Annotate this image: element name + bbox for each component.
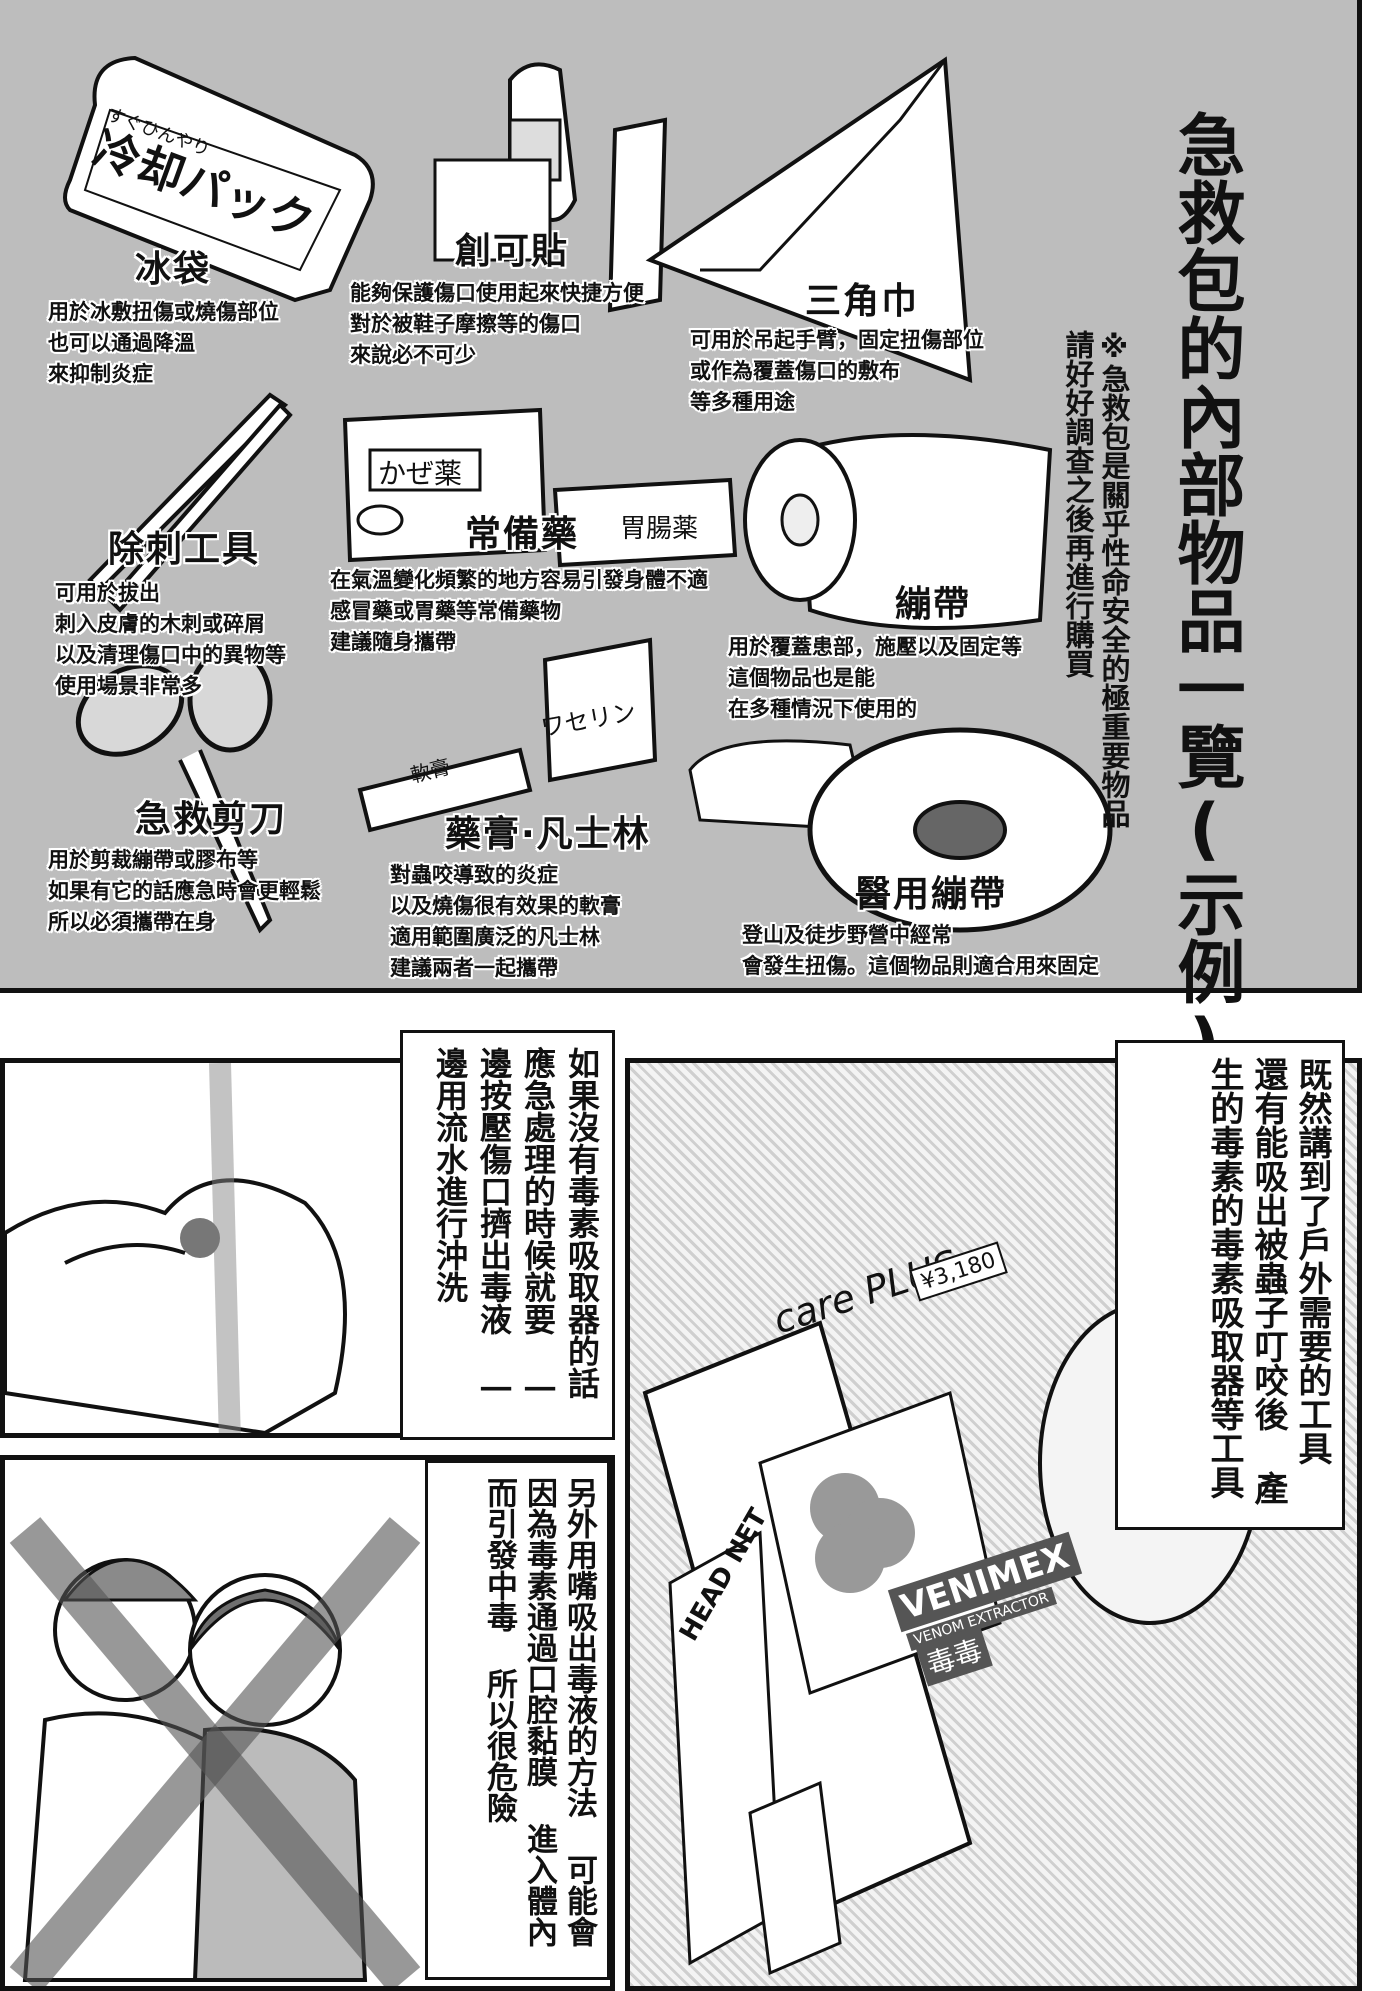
leg-wash-illustration <box>5 1063 347 1433</box>
speech-bubble-danger: 另外用嘴吸出毒液的方法 可能會因為毒素通過口腔黏膜 進入體內而引發中毒 所以很危… <box>425 1460 610 1980</box>
item-title-ointment: 藥膏·凡士林 <box>445 814 651 855</box>
cold-medicine-package-text: かぜ薬 <box>378 457 463 490</box>
item-title-medicine: 常備藥 <box>465 514 580 555</box>
item-desc-scissors: 用於剪裁繃帶或膠布等 如果有它的話應急時會更輕鬆 所以必須攜帶在身 <box>48 848 321 934</box>
item-desc-ice-pack: 用於冰敷扭傷或燒傷部位 也可以通過降溫 來抑制炎症 <box>48 300 279 386</box>
item-title-scissors: 急救剪刀 <box>135 799 288 840</box>
item-title-bandage: 繃帶 <box>895 584 972 625</box>
bandage-roll-illustration <box>743 433 1053 630</box>
page-title: 急救包的內部物品一覽(示例) <box>1165 110 1244 1084</box>
medicine-box-illustration <box>342 407 738 568</box>
item-desc-medical-tape: 登山及徒步野營中經常 會發生扭傷。這個物品則適合用來固定 <box>742 923 1099 978</box>
item-desc-tweezers: 可用於拔出 刺入皮膚的木刺或碎屑 以及清理傷口中的異物等 使用場景非常多 <box>55 581 286 698</box>
characters-illustration <box>9 1517 421 1986</box>
page-note: ※急救包是關乎性命安全的極重要物品 請好好調查之後再進行購買 <box>1061 330 1131 828</box>
bandage-illustration <box>433 62 668 313</box>
item-desc-triangle-bandage: 可用於吊起手臂，固定扭傷部位 或作為覆蓋傷口的敷布 等多種用途 <box>690 328 984 414</box>
ointment-illustration <box>357 637 658 833</box>
stomach-medicine-package-text: 胃腸薬 <box>620 514 699 544</box>
item-desc-medicine: 在氣溫變化頻繁的地方容易引發身體不適 感冒藥或胃藥等常備藥物 建議隨身攜帶 <box>330 568 708 654</box>
scissors-illustration <box>75 647 273 934</box>
item-desc-ointment: 對蟲咬導致的炎症 以及燒傷很有效果的軟膏 適用範圍廣泛的凡士林 建議兩者一起攜帶 <box>390 863 621 980</box>
item-desc-band-aid: 能夠保護傷口使用起來快捷方便 對於被鞋子摩擦等的傷口 來說必不可少 <box>350 281 644 367</box>
medical-tape-illustration <box>688 727 1113 933</box>
item-title-band-aid: 創可貼 <box>455 231 570 272</box>
first-aid-illustrations <box>63 55 1113 934</box>
item-title-ice-pack: 冰袋 <box>135 249 212 290</box>
item-title-triangle-bandage: 三角巾 <box>805 281 920 322</box>
item-title-medical-tape: 醫用繃帶 <box>855 874 1008 915</box>
item-desc-bandage: 用於覆蓋患部，施壓以及固定等 這個物品也是能 在多種情況下使用的 <box>728 635 1022 721</box>
item-title-tweezers: 除刺工具 <box>108 529 261 570</box>
speech-bubble-emergency: 如果沒有毒素吸取器的話 應急處理的時候就要 一邊按壓傷口擠出毒液 一邊用流水進行… <box>400 1030 615 1440</box>
ice-pack-illustration <box>63 55 375 303</box>
tweezers-illustration <box>87 392 293 613</box>
speech-bubble-tools: 既然講到了戶外需要的工具 還有能吸出被蟲子叮咬後 產生的毒素的毒素吸取器等工具 <box>1115 1040 1345 1530</box>
triangle-bandage-illustration <box>645 56 973 383</box>
venom-extractor-illustration <box>642 1301 1262 1976</box>
